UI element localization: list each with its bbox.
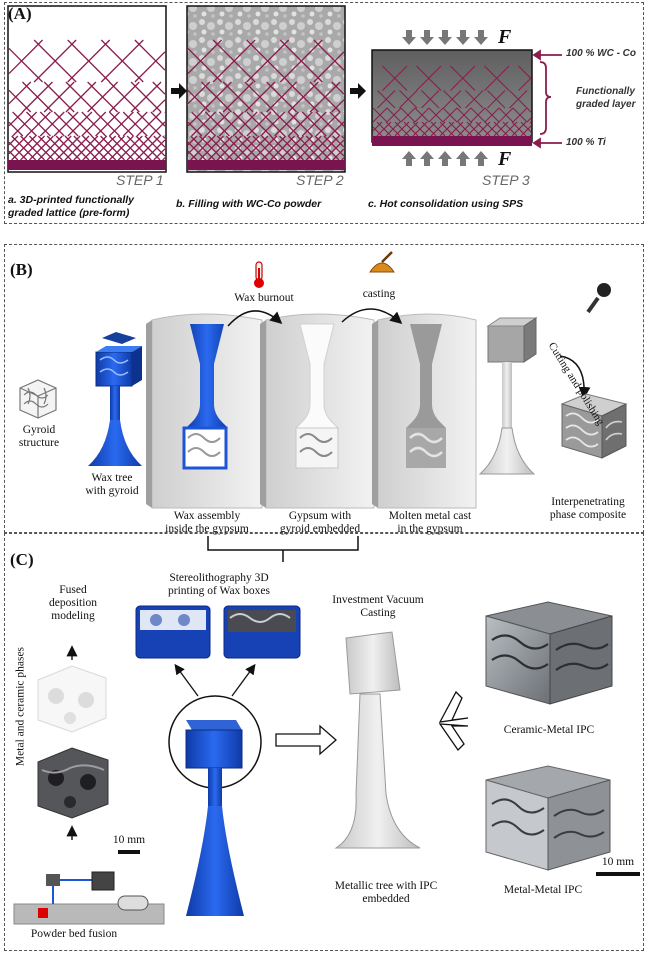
powder-bed-machine bbox=[13, 871, 165, 925]
double-hollow-arrow bbox=[438, 690, 469, 752]
metal-metal-label: Metal-Metal IPC bbox=[503, 884, 583, 896]
ivc-line1: Investment Vacuum bbox=[332, 594, 424, 606]
step2-powder-filled bbox=[186, 5, 346, 173]
force-label-bottom: F bbox=[498, 148, 512, 170]
caption-c: c. Hot consolidation using SPS bbox=[368, 198, 524, 210]
hollow-arrow-to-casting bbox=[275, 724, 337, 756]
caption-a-line2: graded lattice (pre-form) bbox=[8, 207, 130, 219]
arrow-to-wax-box-right bbox=[231, 663, 256, 697]
force-label-top: F bbox=[498, 26, 512, 48]
ceramic-metal-label: Ceramic-Metal IPC bbox=[503, 724, 595, 736]
phases-label: Metal and ceramic phases bbox=[14, 646, 27, 767]
wax-tree bbox=[88, 332, 142, 466]
wax-burnout-arrow bbox=[227, 310, 283, 327]
sla-line2: printing of Wax boxes bbox=[167, 585, 271, 597]
cutting-arrow bbox=[559, 355, 591, 399]
wax-tree-line2: with gyroid bbox=[85, 485, 139, 497]
arrow-to-wax-box-left bbox=[174, 663, 199, 697]
panel-a bbox=[4, 2, 644, 224]
ceramic-metal-ipc-cube bbox=[485, 601, 613, 705]
wax-burnout-label: Wax burnout bbox=[234, 292, 294, 304]
wax-box-left bbox=[135, 605, 211, 659]
scale-bar-left bbox=[118, 850, 140, 854]
step2-label: STEP 2 bbox=[296, 172, 344, 188]
casting-arrow bbox=[341, 308, 403, 324]
fdm-line1: Fused bbox=[59, 584, 87, 596]
step-arrow-2 bbox=[350, 83, 366, 99]
connector-bracket bbox=[207, 536, 359, 562]
mid-layer-line2: graded layer bbox=[576, 99, 636, 110]
magnified-wax-tree bbox=[168, 695, 262, 916]
caption-a-line1: a. 3D-printed functionally bbox=[8, 194, 135, 206]
gyroid-line2: structure bbox=[18, 437, 60, 449]
wax-assembly-line1: Wax assembly bbox=[173, 510, 241, 522]
molten-line2: in the gypsum bbox=[397, 523, 463, 535]
metallic-line2: embedded bbox=[362, 893, 410, 905]
panel-c bbox=[4, 533, 644, 951]
gypsum-line1: Gypsum with bbox=[288, 510, 352, 522]
metal-tree bbox=[478, 317, 538, 475]
ivc-line2: Casting bbox=[360, 607, 396, 619]
ipc-cube bbox=[560, 393, 628, 459]
pbf-label: Powder bed fusion bbox=[30, 928, 118, 940]
gyroid-structure bbox=[19, 379, 57, 419]
ipc-line2: phase composite bbox=[549, 509, 627, 521]
graded-lattice bbox=[187, 39, 345, 161]
panel-b bbox=[4, 244, 644, 533]
step3-label: STEP 3 bbox=[482, 172, 530, 188]
mid-layer-line1: Functionally bbox=[576, 86, 635, 97]
metallic-tree bbox=[334, 631, 421, 849]
fdm-gyroid-cube bbox=[37, 665, 107, 733]
ipc-line1: Interpenetrating bbox=[551, 496, 625, 508]
step1-label: STEP 1 bbox=[116, 172, 164, 188]
gypsum-molten-metal bbox=[372, 313, 477, 509]
bottom-layer-label: 100 % Ti bbox=[566, 137, 606, 148]
fdm-line3: modeling bbox=[51, 610, 95, 622]
graded-lattice bbox=[8, 39, 166, 161]
scale-bar-right bbox=[596, 872, 640, 876]
step1-lattice bbox=[7, 5, 167, 173]
scale-left-label: 10 mm bbox=[112, 834, 146, 846]
metallic-line1: Metallic tree with IPC bbox=[334, 880, 438, 892]
fdm-line2: deposition bbox=[49, 597, 97, 609]
thermometer-icon bbox=[254, 261, 264, 288]
top-layer-label: 100 % WC - Co bbox=[566, 48, 637, 59]
gypsum-line2: gyroid embedded bbox=[279, 523, 361, 535]
step-arrow-1 bbox=[171, 83, 187, 99]
ladle-icon bbox=[369, 251, 395, 273]
panel-c-label: (C) bbox=[10, 550, 34, 569]
wax-box-right bbox=[223, 605, 301, 659]
grinder-icon bbox=[586, 283, 611, 314]
sla-line1: Stereolithography 3D bbox=[169, 572, 269, 584]
layer-arrows bbox=[532, 49, 562, 149]
casting-label: casting bbox=[362, 288, 396, 300]
graded-lattice bbox=[372, 65, 532, 137]
force-arrows-top bbox=[402, 30, 488, 45]
metal-metal-ipc-cube bbox=[485, 765, 611, 871]
gyroid-line1: Gyroid bbox=[22, 424, 56, 436]
step3-consolidated bbox=[371, 49, 533, 146]
wax-assembly-line2: inside the gypsum bbox=[165, 523, 249, 535]
caption-b: b. Filling with WC-Co powder bbox=[176, 198, 322, 210]
scale-right-label: 10 mm bbox=[601, 856, 635, 868]
gypsum-gyroid-embedded bbox=[260, 313, 375, 509]
panel-b-label: (B) bbox=[10, 260, 33, 279]
force-arrows-bottom bbox=[402, 151, 488, 166]
panel-a-label: (A) bbox=[8, 4, 32, 23]
metal-gyroid-cube bbox=[37, 747, 109, 819]
wax-tree-line1: Wax tree bbox=[91, 472, 133, 484]
molten-line1: Molten metal cast bbox=[388, 510, 472, 522]
